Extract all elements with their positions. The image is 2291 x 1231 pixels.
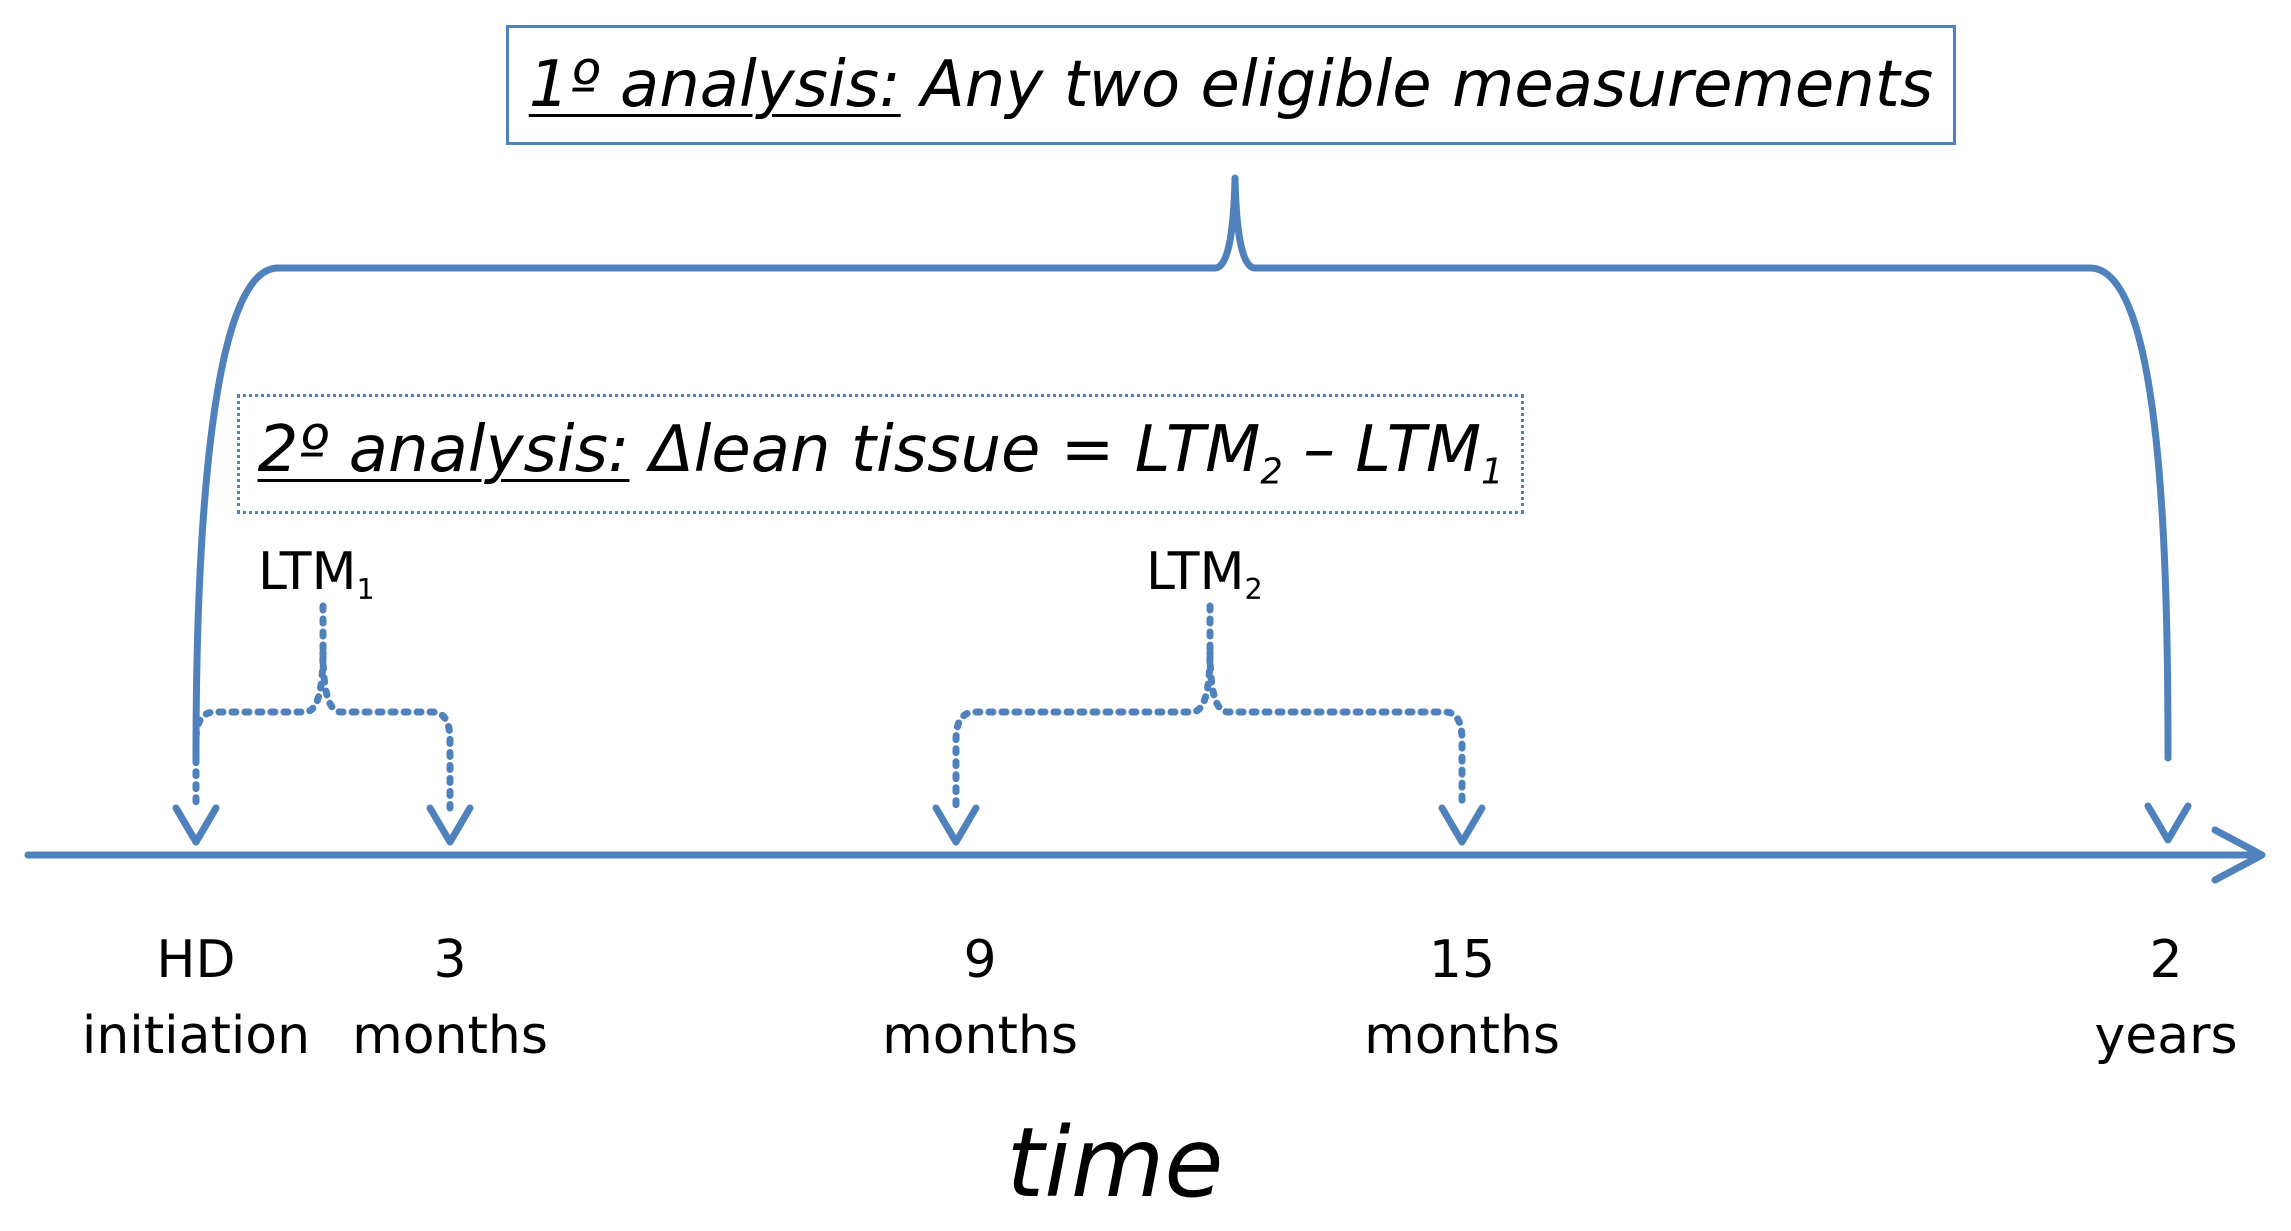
secondary-formula-mid: – LTM: [1282, 413, 1482, 488]
ltm2-right-arrowhead: [1438, 804, 1486, 846]
tick-label-line2: months: [882, 1006, 1078, 1066]
secondary-formula-sub-a: 2: [1260, 451, 1283, 493]
tick-label-hd-initiation: HD initiation: [36, 922, 356, 1074]
tick-label-15-months: 15 months: [1302, 922, 1622, 1074]
secondary-analysis-heading: 2º analysis:: [257, 413, 630, 488]
secondary-formula-start: Δlean tissue = LTM: [649, 413, 1261, 488]
tick-label-line2: initiation: [81, 1006, 311, 1066]
tick-label-2-years: 2 years: [2006, 922, 2291, 1074]
ltm2-label-sub: 2: [1244, 572, 1263, 606]
tick-label-line1: 2: [2149, 930, 2183, 990]
ltm1-right-arrowhead: [426, 804, 474, 846]
primary-analysis-heading: 1º analysis:: [528, 48, 901, 122]
tick-label-line1: 9: [963, 930, 997, 990]
secondary-analysis-box: 2º analysis: Δlean tissue = LTM2 – LTM1: [237, 394, 1524, 514]
tick-label-3-months: 3 months: [290, 922, 610, 1074]
ltm2-left-arrowhead: [932, 804, 980, 846]
primary-analysis-text: 1º analysis: Any two eligible measuremen…: [529, 53, 1933, 117]
axis-title-time: time: [1006, 1107, 1224, 1219]
ltm2-label: LTM2: [1146, 546, 1263, 604]
secondary-formula-sub-b: 1: [1481, 451, 1504, 493]
tick-label-line2: months: [1364, 1006, 1560, 1066]
primary-bracket: [192, 174, 2172, 762]
tick-label-9-months: 9 months: [820, 922, 1140, 1074]
primary-right-arrowhead: [2144, 802, 2192, 844]
ltm1-bracket: [192, 602, 454, 812]
tick-label-line2: years: [2094, 1006, 2238, 1066]
tick-label-line1: 15: [1428, 930, 1496, 990]
primary-analysis-description: Any two eligible measurements: [921, 48, 1934, 122]
ltm1-label-base: LTM: [258, 542, 357, 602]
ltm1-label-sub: 1: [356, 572, 375, 606]
tick-label-line1: HD: [156, 930, 236, 990]
time-axis-arrowhead: [2211, 826, 2266, 884]
tick-label-line2: months: [352, 1006, 548, 1066]
ltm2-label-base: LTM: [1146, 542, 1245, 602]
secondary-analysis-text: 2º analysis: Δlean tissue = LTM2 – LTM1: [258, 418, 1504, 490]
primary-analysis-box: 1º analysis: Any two eligible measuremen…: [506, 25, 1956, 145]
ltm1-left-arrowhead: [172, 804, 220, 846]
tick-label-line1: 3: [433, 930, 467, 990]
ltm2-bracket: [952, 602, 1466, 812]
ltm1-label: LTM1: [258, 546, 375, 604]
